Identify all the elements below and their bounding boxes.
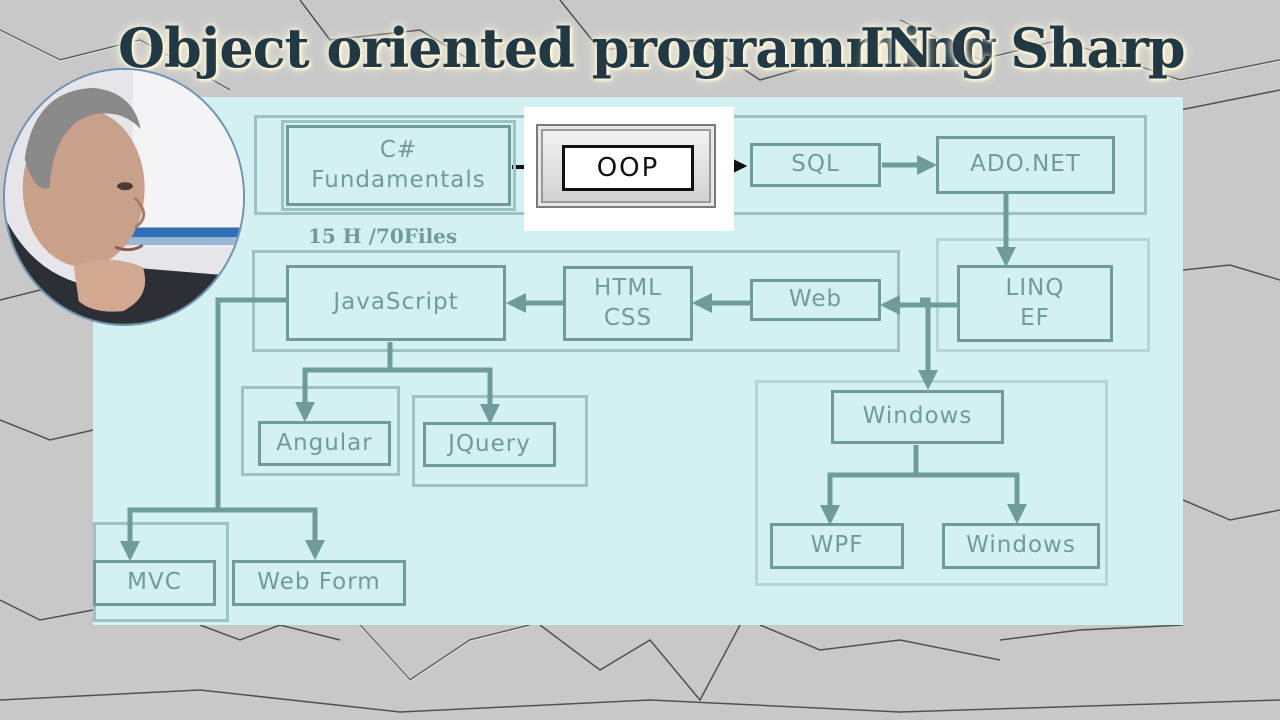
node-wpf: WPF — [770, 523, 904, 569]
node-csharp-fundamentals: C# Fundamentals — [281, 120, 516, 211]
node-jquery: JQuery — [423, 422, 556, 467]
node-javascript: JavaScript — [286, 265, 506, 341]
page-title: Object oriented programming IN C Sharp — [118, 16, 1186, 86]
title-suffix: IN C Sharp — [860, 16, 1186, 80]
node-windows-forms: Windows — [942, 523, 1100, 569]
linq-group — [936, 238, 1150, 352]
node-angular: Angular — [258, 421, 391, 466]
node-linq-ef: LINQ EF — [957, 265, 1113, 342]
node-web: Web — [750, 279, 881, 321]
jquery-group — [412, 395, 588, 487]
node-windows: Windows — [831, 390, 1004, 444]
node-oop: OOP — [562, 145, 694, 191]
title-main: Object oriented programming — [118, 16, 997, 80]
presenter-avatar — [3, 68, 245, 326]
node-sql: SQL — [750, 143, 881, 187]
node-adonet: ADO.NET — [936, 136, 1115, 194]
node-html-css: HTML CSS — [563, 266, 693, 341]
presenter-photo — [5, 70, 243, 324]
duration-note: 15 H /70Files — [308, 224, 458, 248]
node-web-form: Web Form — [232, 560, 406, 606]
node-mvc: MVC — [93, 560, 216, 606]
